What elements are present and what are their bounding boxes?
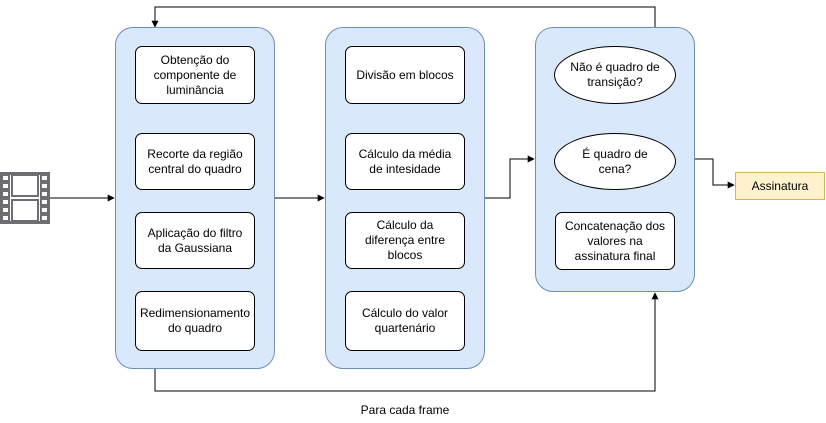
arrow-stage3-to-output bbox=[695, 158, 735, 189]
arrow-stage2-to-stage3 bbox=[484, 155, 535, 199]
step-concatenate-signature: Concatenação dos valores na assinatura f… bbox=[555, 212, 675, 270]
decision-is-scene: É quadro de cena? bbox=[554, 133, 676, 190]
step-crop-center: Recorte da região central do quadro bbox=[135, 133, 255, 190]
output-signature: Assinatura bbox=[735, 172, 825, 200]
step-block-division: Divisão em blocos bbox=[345, 46, 465, 104]
loop-label: Para cada frame bbox=[360, 403, 450, 417]
arrow-feedback-top bbox=[151, 6, 656, 28]
step-resize-frame: Redimensionamento do quadro bbox=[135, 291, 255, 351]
step-gaussian-filter: Aplicação do filtro da Gaussiana bbox=[135, 212, 255, 269]
step-mean-intensity: Cálculo da média de intesidade bbox=[345, 133, 465, 190]
decision-not-transition: Não é quadro de transição? bbox=[554, 46, 676, 104]
film-strip-icon bbox=[0, 172, 50, 224]
step-luminance: Obtenção do componente de luminância bbox=[135, 46, 255, 104]
step-quaternary-value: Cálculo do valor quartenário bbox=[345, 291, 465, 351]
arrow-loop-bottom bbox=[154, 292, 659, 392]
step-block-difference: Cálculo da diferença entre blocos bbox=[345, 212, 465, 269]
